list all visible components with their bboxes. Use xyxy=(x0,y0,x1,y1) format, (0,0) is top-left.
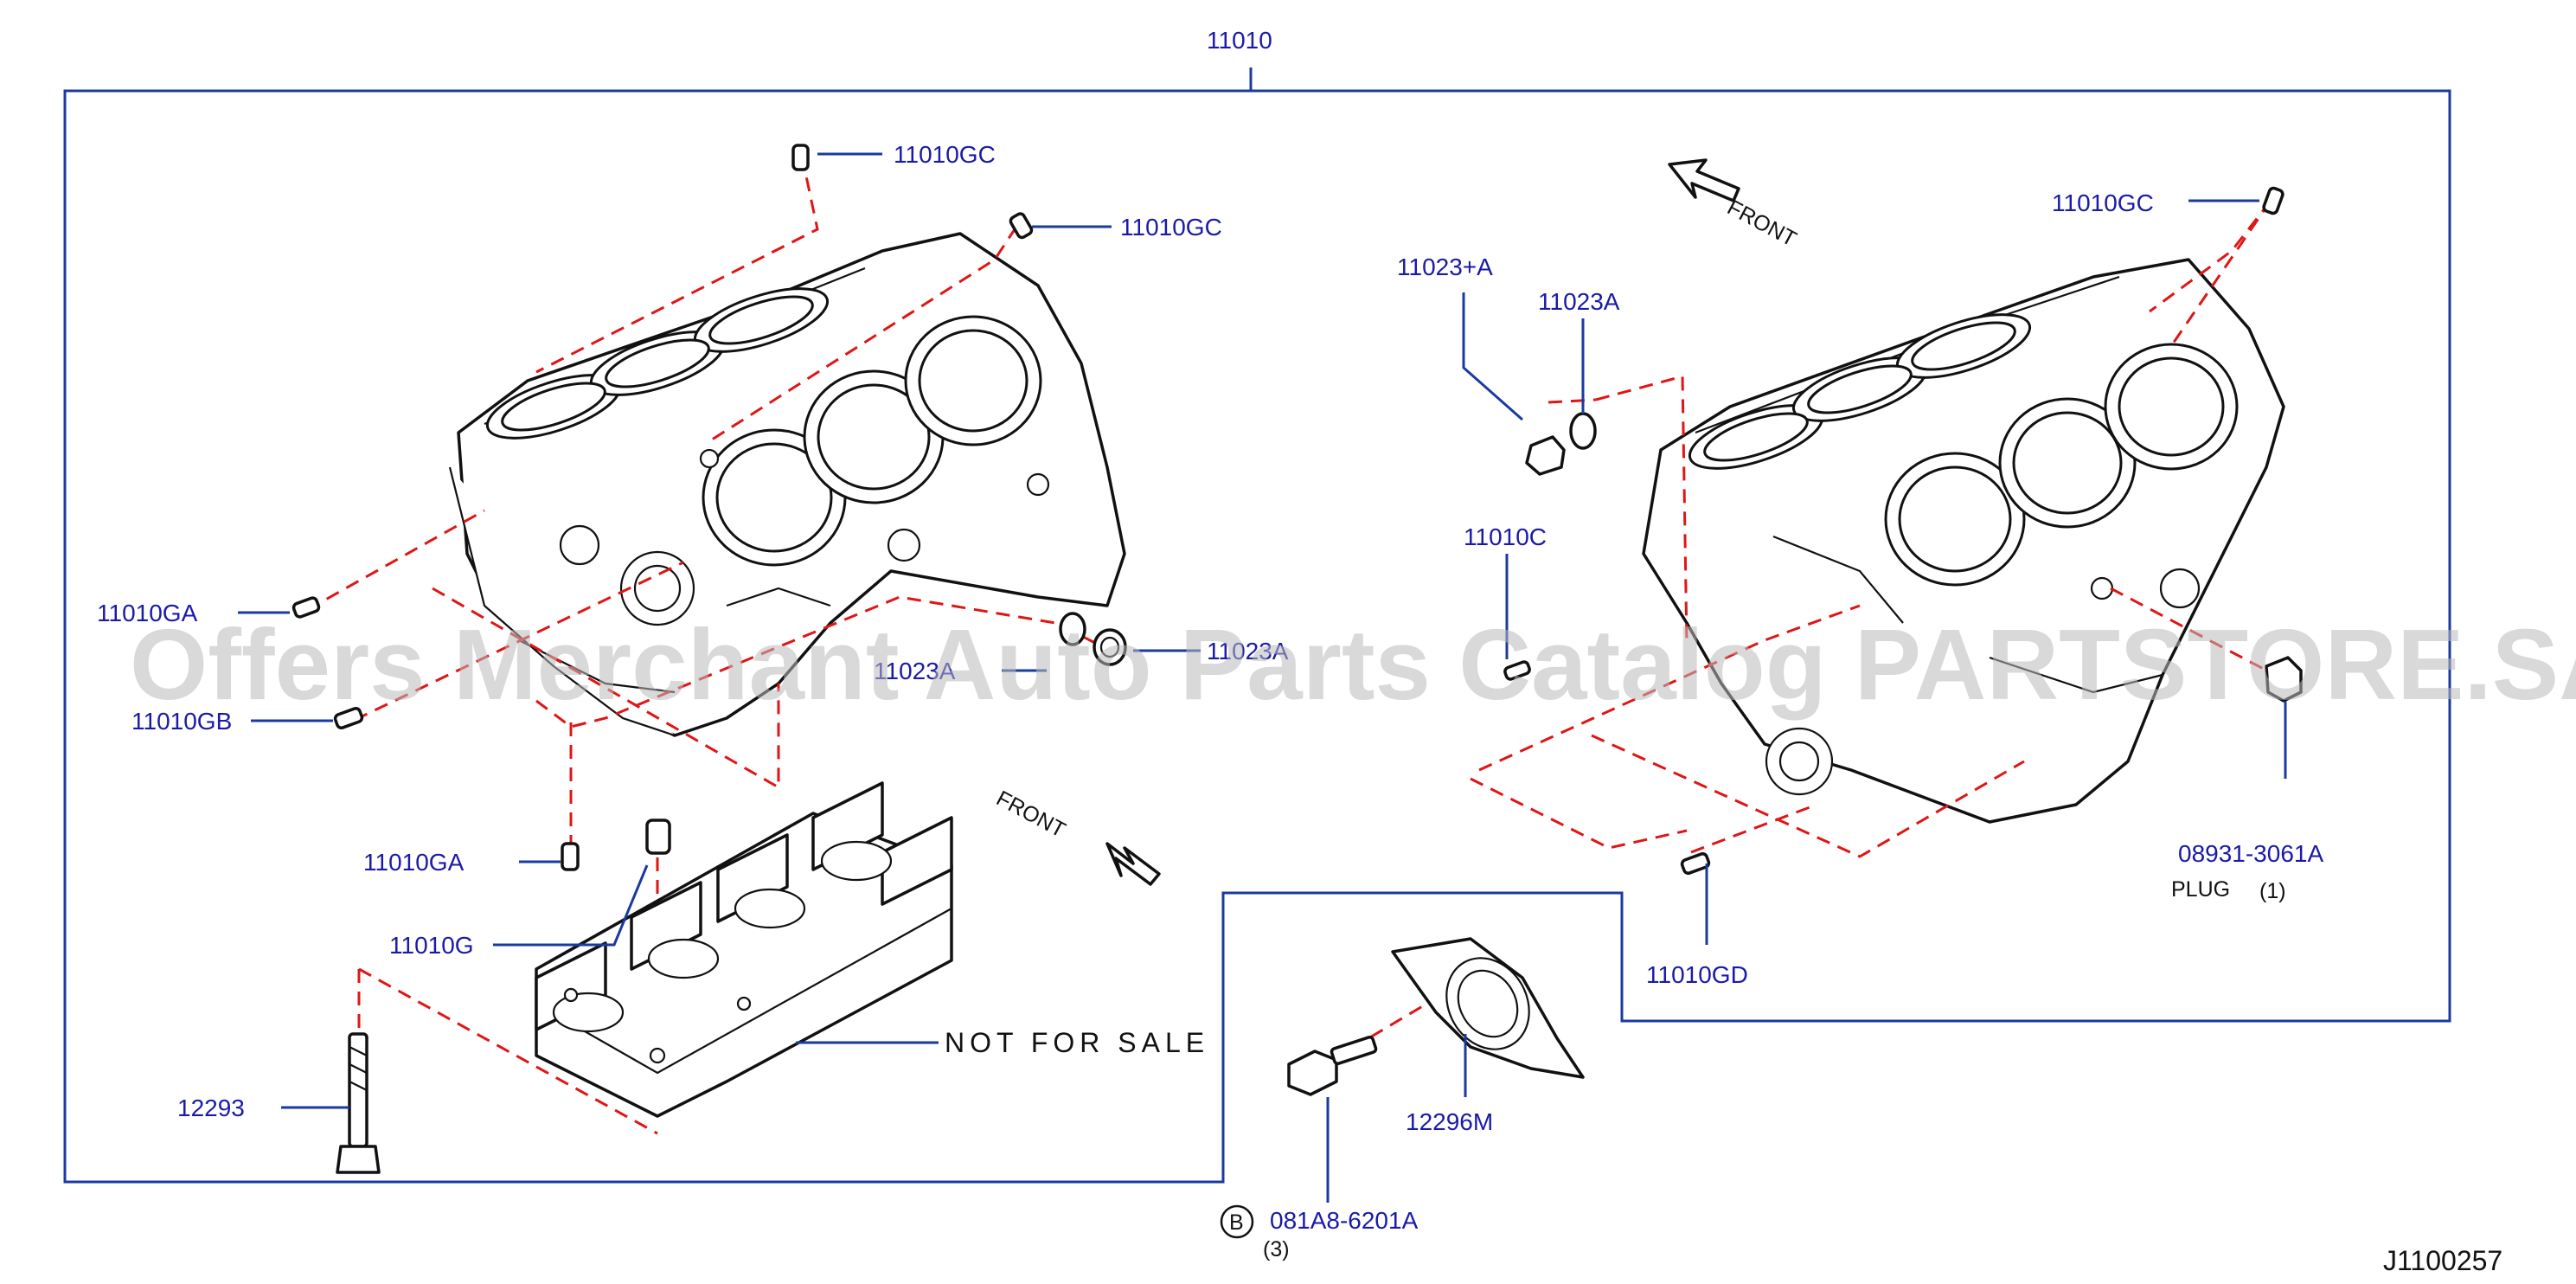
seal-retainer-bolt xyxy=(1287,1036,1378,1096)
left-oil-plug xyxy=(1059,612,1127,666)
callout-labels: 11010GC 11010GC 11010GA 11010GB 11010GA … xyxy=(97,141,2323,1234)
callout-11010gc-mid[interactable]: 11010GC xyxy=(1120,214,1222,241)
callout-11010gd[interactable]: 11010GD xyxy=(1646,961,1748,988)
plug-label: PLUG xyxy=(2171,877,2230,902)
callout-11023a-left-b[interactable]: 11023A xyxy=(1207,638,1289,664)
not-for-sale-label: NOT FOR SALE xyxy=(945,1027,1209,1058)
left-cylinder-block xyxy=(448,232,1126,737)
plug-quantity: (1) xyxy=(2259,879,2286,903)
bolt-quantity: (3) xyxy=(1263,1237,1290,1262)
callout-11010ga-bottom[interactable]: 11010GA xyxy=(363,849,465,876)
right-cylinder-block xyxy=(1642,258,2285,824)
right-small-parts xyxy=(1503,186,2303,875)
bolt-circle-badge: B xyxy=(1220,1204,1254,1239)
leader-lines xyxy=(238,152,2287,1203)
main-bearing-ladder-frame xyxy=(535,781,953,1118)
assembly-frame xyxy=(63,67,2451,1184)
front-arrow-right: FRONT xyxy=(1668,158,1800,252)
front-arrow-left: FRONT xyxy=(992,786,1161,886)
callout-11010gc-top[interactable]: 11010GC xyxy=(894,141,996,168)
svg-text:B: B xyxy=(1229,1210,1244,1235)
left-dowel-pins xyxy=(292,144,1034,871)
diagram-id: J1100257 xyxy=(2383,1245,2502,1276)
callout-11010gb[interactable]: 11010GB xyxy=(131,708,232,735)
callout-11023a-right[interactable]: 11023A xyxy=(1538,288,1620,315)
callout-11010g[interactable]: 11010G xyxy=(389,932,474,959)
front-label-left: FRONT xyxy=(992,786,1069,843)
callout-08931-3061a[interactable]: 08931-3061A xyxy=(2178,840,2323,867)
callout-11023pa[interactable]: 11023+A xyxy=(1397,254,1493,280)
main-cap-bolt xyxy=(336,1032,381,1174)
callout-12296m[interactable]: 12296M xyxy=(1406,1108,1493,1135)
callout-12293[interactable]: 12293 xyxy=(177,1095,245,1121)
watermark-text: Offers Merchant Auto Parts Catalog PARTS… xyxy=(130,608,2576,721)
callout-081a8-6201a[interactable]: 081A8-6201A xyxy=(1270,1207,1419,1234)
callout-11023a-left[interactable]: 11023A xyxy=(874,658,956,684)
callout-11010gc-right[interactable]: 11010GC xyxy=(2052,189,2154,216)
rear-oil-seal-retainer xyxy=(1391,937,1585,1079)
front-label-right: FRONT xyxy=(1723,196,1800,252)
callout-11010c[interactable]: 11010C xyxy=(1464,523,1547,550)
assembly-ref-label[interactable]: 11010 xyxy=(1207,27,1272,54)
callout-11010ga-left[interactable]: 11010GA xyxy=(97,600,198,626)
